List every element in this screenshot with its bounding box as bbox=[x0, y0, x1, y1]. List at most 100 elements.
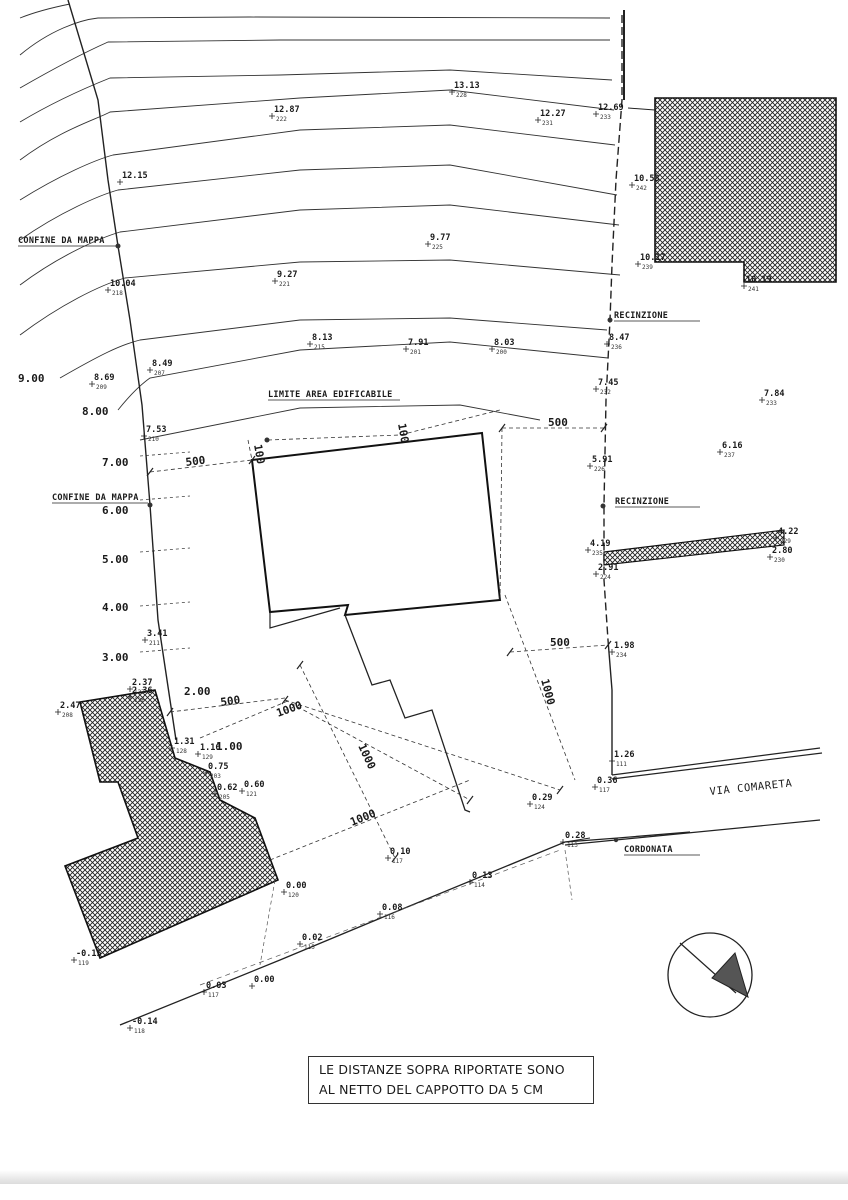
spot-point-number: 207 bbox=[154, 370, 165, 377]
retaining-wall bbox=[603, 529, 785, 566]
spot-cross-icon bbox=[741, 283, 747, 289]
spot-elevation-value: 3.41 bbox=[147, 629, 167, 639]
spot-elevation-value: 1.31 bbox=[174, 737, 194, 747]
spot-point-number: 124 bbox=[534, 804, 545, 811]
spot-cross-icon bbox=[585, 547, 591, 553]
dimension-ticks bbox=[146, 423, 612, 863]
spot-point-number: 128 bbox=[176, 748, 187, 755]
confine-label-mid: CONFINE DA MAPPA bbox=[52, 493, 139, 503]
spot-cross-icon bbox=[203, 770, 209, 776]
curb-line bbox=[119, 831, 691, 1026]
spot-point-number: 208 bbox=[62, 712, 73, 719]
spot-cross-icon bbox=[773, 535, 779, 541]
existing-building-bottom-left bbox=[63, 689, 280, 960]
spot-point-number: 117 bbox=[392, 858, 403, 865]
spot-cross-icon bbox=[281, 889, 287, 895]
fence-line-solid bbox=[607, 639, 613, 775]
spot-cross-icon bbox=[201, 989, 207, 995]
spot-point-number: 210 bbox=[148, 436, 159, 443]
planned-building bbox=[250, 431, 502, 617]
cordonata-label: CORDONATA bbox=[624, 845, 673, 855]
spot-point-number: 215 bbox=[314, 344, 325, 351]
spot-point-number: 230 bbox=[774, 557, 785, 564]
spot-elevation-value: 5.91 bbox=[592, 455, 612, 465]
spot-point-number: 118 bbox=[134, 1028, 145, 1035]
spot-cross-icon bbox=[385, 855, 391, 861]
dimension-lines bbox=[149, 409, 609, 861]
contour-label-6: 6.00 bbox=[102, 504, 129, 517]
street-dashed-axis bbox=[199, 849, 561, 986]
spot-cross-icon bbox=[127, 686, 133, 692]
spot-point-number: 121 bbox=[246, 791, 257, 798]
spot-point-number: 234 bbox=[616, 652, 627, 659]
spot-point-number: 221 bbox=[279, 281, 290, 288]
spot-elevation-value: 12.69 bbox=[598, 103, 624, 113]
spot-elevation-value: 1.16 bbox=[200, 743, 220, 753]
spot-cross-icon bbox=[629, 182, 635, 188]
street-edges bbox=[564, 747, 823, 846]
spot-elevation-value: 7.84 bbox=[764, 389, 784, 399]
spot-point-number: 231 bbox=[542, 120, 553, 127]
dim-1000-diag: 1000 bbox=[348, 807, 377, 829]
spot-elevation-value: -0.15 bbox=[76, 949, 102, 959]
left-contour-ticks bbox=[139, 451, 191, 653]
contour-label-5: 5.00 bbox=[102, 553, 129, 566]
spot-elevation-value: 12.87 bbox=[274, 105, 300, 115]
spot-cross-icon bbox=[55, 709, 61, 715]
spot-cross-icon bbox=[195, 751, 201, 757]
spot-elevation-value: 13.13 bbox=[454, 81, 480, 91]
spot-cross-icon bbox=[249, 983, 255, 989]
spot-cross-icon bbox=[527, 801, 533, 807]
spot-point-number: 229 bbox=[780, 538, 791, 545]
contour-label-3: 3.00 bbox=[102, 651, 129, 664]
spot-point-number: 232 bbox=[600, 389, 611, 396]
spot-elevation-value: 2.37 bbox=[132, 678, 152, 688]
spot-elevation-value: 8.03 bbox=[494, 338, 514, 348]
scan-edge-shadow bbox=[0, 1170, 848, 1184]
spot-elevation-value: 0.60 bbox=[244, 780, 264, 790]
spot-cross-icon bbox=[71, 957, 77, 963]
spot-cross-icon bbox=[377, 911, 383, 917]
contour-label-8: 8.00 bbox=[82, 405, 109, 418]
spot-cross-icon bbox=[489, 346, 495, 352]
spot-cross-icon bbox=[759, 397, 765, 403]
spot-point-number: 205 bbox=[219, 794, 230, 801]
spot-cross-icon bbox=[593, 111, 599, 117]
confine-label-top: CONFINE DA MAPPA bbox=[18, 236, 105, 246]
spot-elevation-value: 4.22 bbox=[778, 527, 798, 537]
dim-500-left: 500 bbox=[185, 454, 206, 469]
spot-point-number: 241 bbox=[748, 286, 759, 293]
dim-500-right-low: 500 bbox=[550, 636, 570, 649]
spot-elevation-value: 12.15 bbox=[122, 171, 148, 181]
distance-note-box: LE DISTANZE SOPRA RIPORTATE SONO AL NETT… bbox=[308, 1056, 594, 1104]
spot-elevation-value: 8.69 bbox=[94, 373, 114, 383]
spot-elevation-value: 0.00 bbox=[286, 881, 306, 891]
spot-elevation-value: 7.45 bbox=[598, 378, 618, 388]
spot-elevation: 12.15 bbox=[117, 171, 148, 185]
dim-500-bottom: 500 bbox=[220, 693, 241, 709]
note-line-1: LE DISTANZE SOPRA RIPORTATE SONO bbox=[319, 1062, 565, 1077]
spot-cross-icon bbox=[560, 839, 566, 845]
contour-label-4: 4.00 bbox=[102, 601, 129, 614]
spot-elevation-value: 0.10 bbox=[390, 847, 410, 857]
spot-cross-icon bbox=[609, 758, 615, 764]
spot-cross-icon bbox=[212, 791, 218, 797]
spot-cross-icon bbox=[604, 341, 610, 347]
spot-elevation-value: 9.27 bbox=[277, 270, 297, 280]
spot-cross-icon bbox=[89, 381, 95, 387]
